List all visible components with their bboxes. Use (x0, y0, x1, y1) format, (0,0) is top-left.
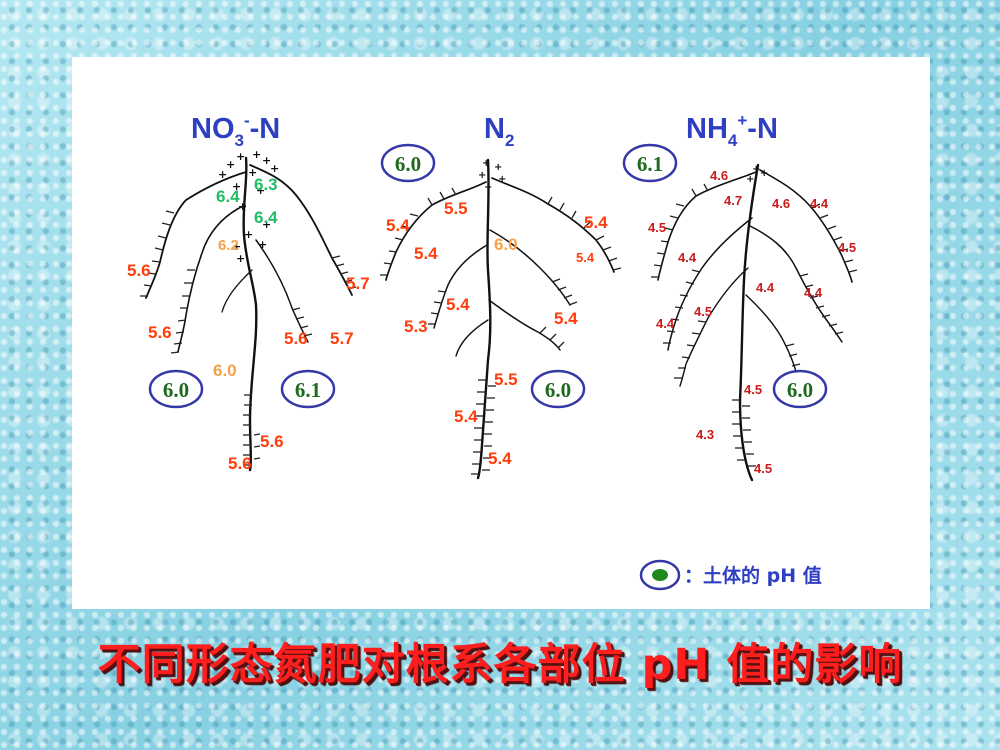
legend-label: ：土体的 pH 值 (684, 564, 822, 587)
ph-value: 4.5 (694, 304, 712, 319)
svg-text:+: + (746, 174, 754, 185)
svg-text:+: + (262, 218, 271, 231)
root-hairs (651, 183, 858, 467)
root-system-ammonium: +++ (651, 163, 858, 482)
ph-value: 5.6 (148, 323, 172, 342)
svg-text:6.0: 6.0 (787, 378, 813, 402)
ph-value: 5.5 (444, 199, 468, 218)
ph-value: 5.3 (404, 317, 428, 336)
ph-value: 5.7 (330, 329, 354, 348)
ph-value: 5.4 (576, 250, 595, 265)
svg-text:+: + (498, 174, 506, 185)
root-hairs (380, 187, 622, 475)
ph-value: 5.6 (127, 261, 151, 280)
ph-value: 6.4 (254, 208, 278, 227)
soil-ph-marker: 6.0 (772, 369, 828, 409)
ph-value: 4.4 (656, 316, 675, 331)
root-system-n2: +++ ++ (380, 158, 622, 480)
svg-text:+: + (236, 252, 245, 265)
ph-value: 5.6 (284, 329, 308, 348)
svg-text:6.0: 6.0 (545, 378, 571, 402)
svg-text:+: + (478, 170, 486, 181)
ph-value: 5.4 (446, 295, 470, 314)
ph-value: 4.7 (724, 193, 742, 208)
ph-value: 6.0 (213, 361, 237, 380)
legend: ：土体的 pH 值 (639, 559, 822, 591)
svg-text:+: + (494, 162, 502, 173)
ph-value: 4.6 (772, 196, 790, 211)
ph-value: 4.4 (810, 196, 829, 211)
ph-value: 5.4 (414, 244, 438, 263)
ph-value: 5.4 (488, 449, 512, 468)
root-hairs (140, 210, 357, 466)
ph-value: 5.4 (584, 213, 608, 232)
soil-ph-marker: 6.0 (148, 369, 204, 409)
svg-text:+: + (252, 148, 261, 161)
svg-text:+: + (232, 240, 241, 253)
ph-value: 4.5 (838, 240, 856, 255)
ph-value: 5.4 (386, 216, 410, 235)
svg-text:+: + (218, 168, 227, 181)
svg-text:+: + (232, 180, 241, 193)
soil-ph-marker: 6.0 (530, 369, 586, 409)
header-n2: N2 (484, 113, 514, 150)
header-ammonium: NH4+-N (686, 111, 778, 150)
ph-value: 5.4 (554, 309, 578, 328)
ph-values-nitrate: 6.3 6.4 6.4 6.2 5.6 5.7 5.6 5.6 5.7 6.0 … (127, 175, 370, 473)
ph-value: 5.5 (494, 370, 518, 389)
ph-value: 5.4 (454, 407, 478, 426)
plus-markers: +++ +++ +++ +++ +++ (218, 148, 279, 265)
ph-value: 4.4 (756, 280, 775, 295)
diagram-panel (72, 57, 930, 609)
ph-value: 4.5 (744, 382, 762, 397)
root-system-nitrate: +++ +++ +++ +++ +++ (140, 148, 357, 472)
plus-markers: +++ ++ (478, 158, 506, 193)
ph-value: 6.0 (494, 235, 518, 254)
svg-text:6.0: 6.0 (163, 378, 189, 402)
svg-text:+: + (482, 158, 490, 169)
svg-text:+: + (262, 154, 271, 167)
svg-text:+: + (760, 168, 768, 179)
ph-value: 4.5 (754, 461, 772, 476)
svg-text:+: + (226, 158, 235, 171)
ph-value: 6.4 (216, 187, 240, 206)
ph-value: 5.6 (228, 454, 252, 473)
svg-text:+: + (258, 238, 267, 251)
header-nitrate: NO3--N (191, 111, 280, 150)
ph-value: 5.6 (260, 432, 284, 451)
ph-value: 4.5 (648, 220, 666, 235)
svg-text:+: + (238, 200, 247, 213)
svg-text:+: + (248, 166, 257, 179)
ph-value: 5.7 (346, 274, 370, 293)
ph-values-ammonium: 4.6 4.7 4.6 4.4 4.5 4.5 4.4 4.4 4.4 4.5 … (648, 168, 856, 476)
svg-text:+: + (484, 182, 492, 193)
ph-value: 4.4 (804, 285, 823, 300)
svg-text:6.1: 6.1 (637, 152, 663, 176)
plus-markers: +++ (746, 164, 768, 185)
ph-value: 6.3 (254, 175, 278, 194)
svg-text:+: + (270, 162, 279, 175)
ph-value: 4.4 (678, 250, 697, 265)
soil-ph-marker: 6.0 (380, 143, 436, 183)
svg-text:+: + (236, 150, 245, 163)
svg-text:+: + (752, 164, 760, 175)
ph-value: 4.6 (710, 168, 728, 183)
svg-text:6.0: 6.0 (395, 152, 421, 176)
ph-value: 4.3 (696, 427, 714, 442)
ph-value: 6.2 (218, 237, 239, 254)
ph-values-n2: 5.5 5.4 5.4 6.0 5.4 5.4 5.4 5.3 5.4 5.5 … (386, 199, 608, 468)
svg-text:6.1: 6.1 (295, 378, 321, 402)
svg-text:+: + (244, 228, 253, 241)
page-title: 不同形态氮肥对根系各部位 pH 值的影响 (97, 640, 903, 690)
soil-ph-marker: 6.1 (622, 143, 678, 183)
soil-ph-marker: 6.1 (280, 369, 336, 409)
svg-text:+: + (256, 184, 265, 197)
